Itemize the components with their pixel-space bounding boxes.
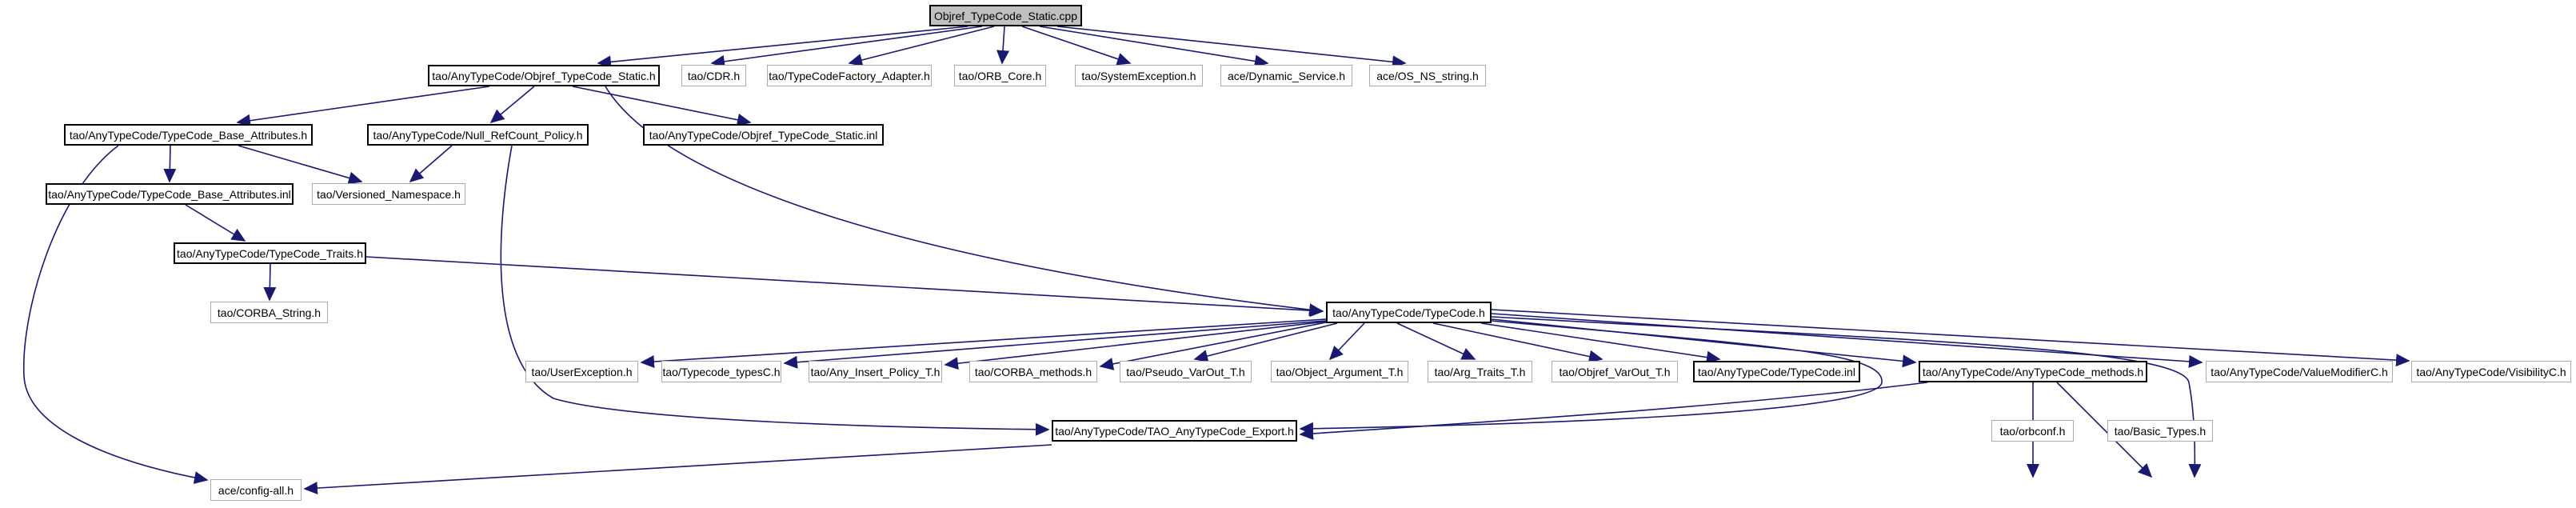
graph-node-export[interactable]: tao/AnyTypeCode/TAO_AnyTypeCode_Export.h	[1052, 420, 1297, 442]
edge-typecode_h-to-corba_methods	[1099, 322, 1327, 370]
graph-node-atc_methods[interactable]: tao/AnyTypeCode/AnyTypeCode_methods.h	[1919, 361, 2147, 382]
graph-node-tcba_inl[interactable]: tao/AnyTypeCode/TypeCode_Base_Attributes…	[46, 183, 294, 205]
graph-node-valuemod: tao/AnyTypeCode/ValueModifierC.h	[2206, 361, 2393, 382]
graph-node-cdr: tao/CDR.h	[681, 65, 746, 86]
edge-objref_h-to-tcba_h	[236, 86, 490, 127]
graph-node-vns: tao/Versioned_Namespace.h	[312, 183, 465, 205]
edge-tcba_h-to-vns	[238, 145, 363, 185]
graph-node-traits[interactable]: tao/AnyTypeCode/TypeCode_Traits.h	[174, 242, 366, 264]
edge-typecode_h-to-arg_traits	[1396, 322, 1476, 360]
edge-typecode_h-to-obj_arg	[1328, 322, 1365, 361]
graph-node-dynsvc: ace/Dynamic_Service.h	[1220, 65, 1352, 86]
edge-typecode_h-to-userexc	[640, 318, 1327, 368]
edge-typecode_h-to-tc_typesc	[783, 320, 1327, 369]
graph-node-pseudo: tao/Pseudo_VarOut_T.h	[1120, 361, 1252, 382]
graph-node-visibility: tao/AnyTypeCode/VisibilityC.h	[2411, 361, 2571, 382]
graph-node-any_insert: tao/Any_Insert_Policy_T.h	[809, 361, 942, 382]
edge-atc_methods-to-export	[1299, 382, 1928, 440]
edge-tcba_inl-to-traits	[185, 204, 246, 242]
graph-node-nullref[interactable]: tao/AnyTypeCode/Null_RefCount_Policy.h	[367, 124, 589, 146]
edge-root-to-tcf_adapter	[848, 26, 995, 66]
edge-nullref-to-vns	[409, 145, 453, 183]
graph-node-typecode_h[interactable]: tao/AnyTypeCode/TypeCode.h	[1326, 302, 1492, 323]
edge-root-to-objref_h	[597, 26, 968, 69]
edge-traits-to-typecode_h	[365, 256, 1324, 318]
edge-nullref-to-export	[500, 145, 1050, 436]
edge-typecode_h-to-any_insert	[944, 321, 1327, 370]
edge-root-to-orb_core	[996, 26, 1010, 65]
graph-node-objref_h[interactable]: tao/AnyTypeCode/Objref_TypeCode_Static.h	[428, 65, 660, 86]
edge-root-to-osns	[1056, 26, 1407, 69]
graph-node-corba_string: tao/CORBA_String.h	[210, 302, 328, 323]
edge-typecode_h-to-basic_types	[1491, 316, 2202, 478]
edge-objref_h-to-nullref	[489, 86, 535, 124]
graph-node-objref_inl[interactable]: tao/AnyTypeCode/Objref_TypeCode_Static.i…	[643, 124, 884, 146]
graph-node-root: Objref_TypeCode_Static.cpp	[929, 5, 1082, 26]
edge-objref_h-to-objref_inl	[572, 86, 752, 126]
edge-typecode_h-to-typecode_inl	[1480, 322, 1721, 364]
graph-node-arg_traits: tao/Arg_Traits_T.h	[1428, 361, 1532, 382]
graph-node-userexc: tao/UserException.h	[525, 361, 638, 382]
edge-typecode_h-to-pseudo	[1193, 322, 1338, 362]
graph-node-osns: ace/OS_NS_string.h	[1369, 65, 1486, 86]
graph-node-tcf_adapter: tao/TypeCodeFactory_Adapter.h	[767, 65, 932, 86]
edge-root-to-dynsvc	[1039, 26, 1269, 68]
edge-typecode_h-to-visibility	[1491, 309, 2410, 367]
graph-node-tcba_h[interactable]: tao/AnyTypeCode/TypeCode_Base_Attributes…	[64, 124, 313, 146]
graph-node-sysexc: tao/SystemException.h	[1075, 65, 1203, 86]
edge-typecode_h-to-objref_varout	[1432, 322, 1604, 363]
edge-root-to-cdr	[710, 26, 983, 68]
edge-typecode_h-to-export	[1299, 320, 1883, 435]
graph-node-orbconf: tao/orbconf.h	[1991, 420, 2074, 442]
graph-node-corba_methods: tao/CORBA_methods.h	[969, 361, 1097, 382]
edge-atc_methods-to-basic_types	[2056, 382, 2153, 478]
edge-objref_h-to-typecode_h	[605, 86, 1324, 317]
graph-node-typecode_inl[interactable]: tao/AnyTypeCode/TypeCode.inl	[1693, 361, 1860, 382]
edge-root-to-sysexc	[1021, 26, 1132, 66]
edge-tcba_h-to-config_all	[22, 145, 209, 484]
graph-node-tc_typesc: tao/Typecode_typesC.h	[661, 361, 781, 382]
graph-node-config_all: ace/config-all.h	[210, 479, 302, 501]
graph-node-obj_arg: tao/Object_Argument_T.h	[1271, 361, 1408, 382]
graph-node-basic_types: tao/Basic_Types.h	[2107, 420, 2213, 442]
graph-node-orb_core: tao/ORB_Core.h	[954, 65, 1046, 86]
edge-typecode_h-to-atc_methods	[1491, 318, 1917, 368]
graph-node-objref_varout: tao/Objref_VarOut_T.h	[1552, 361, 1678, 382]
edge-export-to-config_all	[303, 444, 1052, 495]
